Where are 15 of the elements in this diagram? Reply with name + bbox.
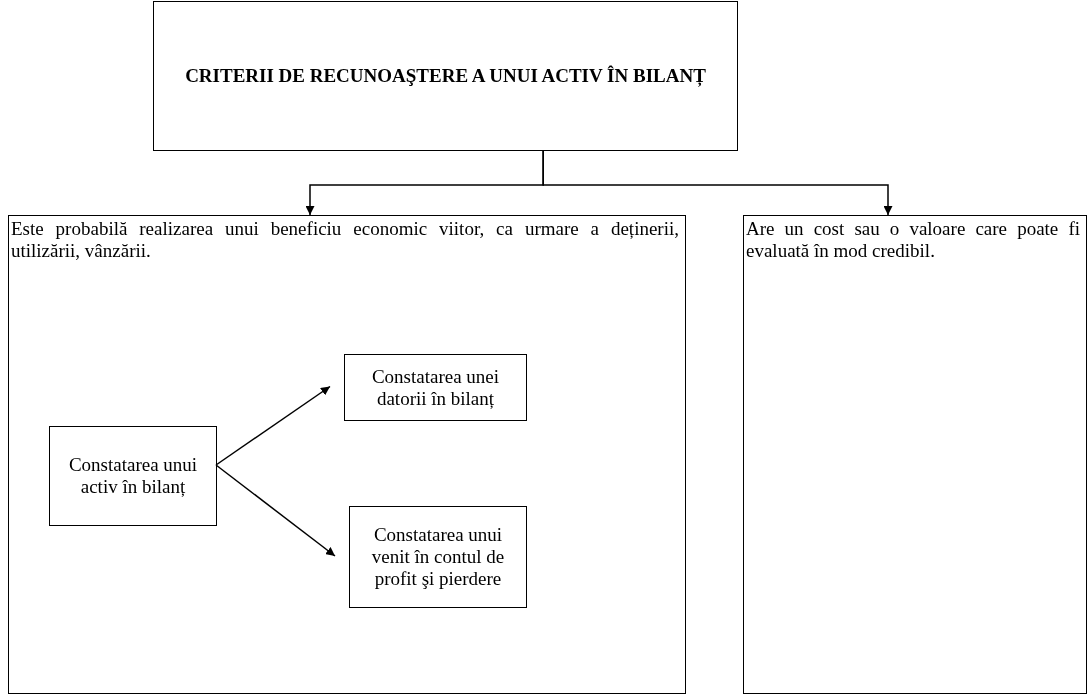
text-box	[49, 426, 217, 526]
text-box	[743, 215, 1087, 694]
text: Are un cost sau o valoare care poate fi evaluată în mod credibil.	[746, 218, 1080, 262]
heading: CRITERII DE RECUNOAŞTERE A UNUI ACTIV ÎN BILANȚ	[184, 65, 707, 87]
text-box	[344, 354, 527, 421]
arrow	[215, 464, 336, 557]
arrow	[215, 385, 331, 466]
arrow	[542, 150, 893, 216]
text: Constatarea unei datorii în bilanț	[370, 365, 501, 410]
text: Constatarea unui venit în contul de profit şi pierdere	[370, 524, 506, 590]
text: Constatarea unui activ în bilanț	[67, 454, 199, 498]
title-box	[153, 1, 738, 151]
text-box	[349, 506, 527, 608]
text: Este probabilă realizarea unui beneficiu economic viitor, ca urmare a deținerii, utilizării, vânzării.	[11, 218, 679, 262]
text-box	[8, 215, 686, 694]
